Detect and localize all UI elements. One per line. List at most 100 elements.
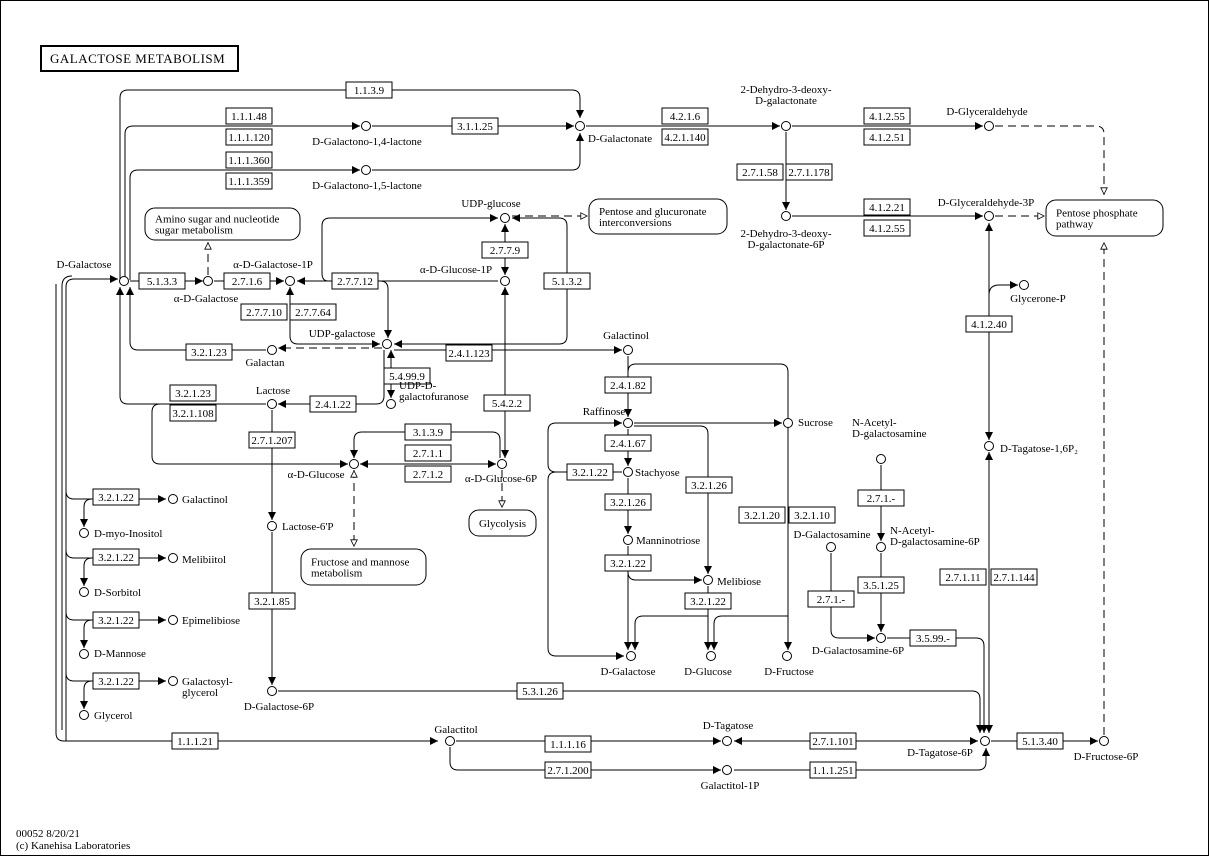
enzyme-box[interactable]: 2.4.1.82 [604, 376, 652, 394]
enzyme-box-frame[interactable] [566, 463, 614, 481]
enzyme-box[interactable]: 2.7.1.11 [939, 568, 987, 586]
compound-manninotriose[interactable]: Manninotriose [623, 535, 701, 547]
enzyme-box-frame[interactable] [1016, 732, 1064, 750]
map-link-frame[interactable] [300, 548, 427, 586]
compound-melibiose[interactable]: Melibiose [703, 575, 762, 589]
enzyme-box-frame[interactable] [445, 344, 493, 362]
compound-node[interactable] [168, 615, 178, 625]
enzyme-box-frame[interactable] [684, 592, 732, 610]
enzyme-box[interactable]: 4.1.2.55 [863, 107, 911, 125]
compound-node[interactable] [445, 736, 455, 746]
enzyme-box-frame[interactable] [909, 629, 957, 647]
enzyme-box[interactable]: 3.2.1.23 [185, 343, 233, 361]
enzyme-box[interactable]: 3.5.1.25 [857, 576, 905, 594]
enzyme-box-frame[interactable] [807, 590, 855, 608]
compound-node[interactable] [267, 686, 277, 696]
enzyme-box[interactable]: 2.7.1.1 [404, 444, 452, 462]
map-link-frame[interactable] [144, 207, 301, 241]
compound-galactosylglycerol[interactable]: Galactosyl-glycerol [168, 676, 234, 699]
compound-epimelibiose[interactable]: Epimelibiose [168, 615, 241, 627]
compound-lactose[interactable]: Lactose [256, 385, 290, 409]
enzyme-box-frame[interactable] [331, 272, 379, 290]
enzyme-box-frame[interactable] [604, 554, 652, 572]
enzyme-box-frame[interactable] [309, 395, 357, 413]
enzyme-box[interactable]: 2.7.7.12 [331, 272, 379, 290]
compound-node[interactable] [626, 651, 636, 661]
enzyme-box-frame[interactable] [543, 272, 591, 290]
compound-d-tagatose-1-6p2[interactable]: D-Tagatose-1,6P₂ [984, 441, 1079, 456]
enzyme-box-frame[interactable] [289, 303, 337, 321]
enzyme-box-frame[interactable] [990, 568, 1038, 586]
enzyme-box[interactable]: 3.2.1.22 [684, 592, 732, 610]
enzyme-box-frame[interactable] [604, 493, 652, 511]
enzyme-box[interactable]: 2.7.7.64 [289, 303, 337, 321]
compound-node[interactable] [386, 399, 396, 409]
enzyme-box-frame[interactable] [404, 465, 452, 483]
compound-galactitol[interactable]: Galactitol [434, 724, 478, 746]
enzyme-box[interactable]: 2.7.1.144 [990, 568, 1038, 586]
map-link-frame[interactable] [468, 509, 537, 537]
compound-raffinose[interactable]: Raffinose [583, 406, 633, 428]
enzyme-box[interactable]: 5.4.99.9 [383, 367, 431, 385]
compound-d-glyceraldehyde[interactable]: D-Glyceraldehyde [946, 106, 1028, 131]
compound-n-acetyl-d-galactosamine[interactable]: N-Acetyl-D-galactosamine [852, 417, 927, 464]
enzyme-box[interactable]: 3.1.3.9 [404, 423, 452, 441]
compound-node[interactable] [168, 494, 178, 504]
enzyme-box[interactable]: 2.7.1.200 [544, 761, 592, 779]
compound-node[interactable] [782, 651, 792, 661]
compound-node[interactable] [1099, 736, 1109, 746]
compound-node[interactable] [623, 345, 633, 355]
compound-d-galactonate[interactable]: D-Galactonate [575, 121, 653, 146]
enzyme-box-frame[interactable] [451, 117, 499, 135]
compound-node[interactable] [984, 441, 994, 451]
enzyme-box[interactable]: 3.2.1.22 [92, 611, 140, 629]
enzyme-box-frame[interactable] [169, 384, 217, 402]
compound-node[interactable] [575, 121, 585, 131]
compound-node[interactable] [267, 521, 277, 531]
enzyme-box[interactable]: 5.4.2.2 [483, 394, 531, 412]
compound-node[interactable] [267, 399, 277, 409]
enzyme-box-frame[interactable] [965, 315, 1013, 333]
compound-galactitol-1p[interactable]: Galactitol-1P [701, 765, 760, 793]
enzyme-box-frame[interactable] [138, 272, 186, 290]
enzyme-box-frame[interactable] [604, 376, 652, 394]
enzyme-box[interactable]: 1.1.1.16 [544, 735, 592, 753]
enzyme-box-frame[interactable] [92, 672, 140, 690]
enzyme-box-frame[interactable] [604, 434, 652, 452]
enzyme-box-frame[interactable] [225, 172, 273, 190]
enzyme-box[interactable]: 1.1.1.360 [225, 151, 273, 169]
enzyme-box-frame[interactable] [345, 81, 393, 99]
compound-node[interactable] [722, 765, 732, 775]
compound-melibiitol[interactable]: Melibiitol [168, 553, 227, 567]
compound-alpha-d-galactose-1p[interactable]: α-D-Galactose-1P [233, 259, 313, 286]
enzyme-box-frame[interactable] [404, 444, 452, 462]
enzyme-box[interactable]: 5.1.3.40 [1016, 732, 1064, 750]
enzyme-box[interactable]: 2.7.1.178 [785, 163, 833, 181]
enzyme-box[interactable]: 3.2.1.22 [92, 488, 140, 506]
enzyme-box[interactable]: 1.1.1.359 [225, 172, 273, 190]
enzyme-box[interactable]: 1.1.3.9 [345, 81, 393, 99]
enzyme-box[interactable]: 2.7.1.- [807, 590, 855, 608]
compound-alpha-d-glucose-1p[interactable]: α-D-Glucose-1P [420, 264, 510, 286]
compound-node[interactable] [79, 649, 89, 659]
compound-d-tagatose[interactable]: D-Tagatose [703, 720, 754, 746]
compound-node[interactable] [361, 121, 371, 131]
enzyme-box[interactable]: 1.1.1.120 [225, 128, 273, 146]
map-link-glycolysis[interactable]: Glycolysis [468, 509, 537, 537]
compound-galactinol-main[interactable]: Galactinol [603, 330, 649, 355]
compound-node[interactable] [706, 651, 716, 661]
map-link-frame[interactable] [588, 198, 728, 235]
compound-node[interactable] [168, 553, 178, 563]
enzyme-box-frame[interactable] [225, 128, 273, 146]
compound-node[interactable] [984, 211, 994, 221]
enzyme-box[interactable]: 2.4.1.123 [445, 344, 493, 362]
compound-node[interactable] [168, 676, 178, 686]
enzyme-box-frame[interactable] [661, 128, 709, 146]
enzyme-box[interactable]: 5.1.3.3 [138, 272, 186, 290]
enzyme-box[interactable]: 3.2.1.108 [169, 404, 217, 422]
compound-d-myo-inositol[interactable]: D-myo-Inositol [79, 528, 163, 540]
enzyme-box[interactable]: 2.4.1.22 [309, 395, 357, 413]
enzyme-box[interactable]: 1.1.1.251 [809, 761, 857, 779]
